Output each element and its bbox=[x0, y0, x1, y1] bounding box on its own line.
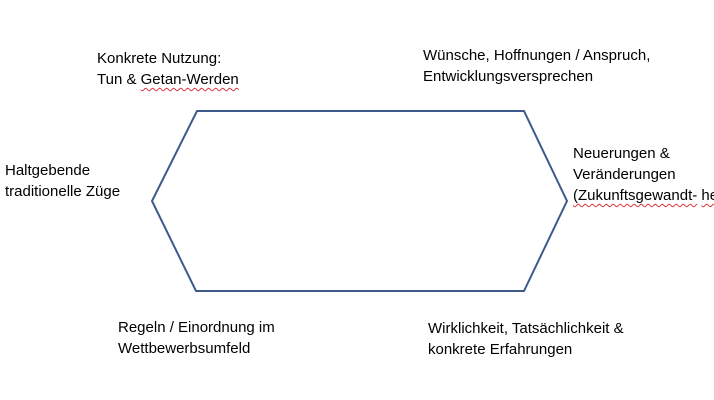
label-right-line1: Neuerungen & bbox=[573, 145, 670, 162]
label-right-line3: (Zukunftsgewandt- bbox=[573, 187, 698, 204]
label-bottom-right-line2: konkrete Erfahrungen bbox=[428, 341, 573, 358]
label-top-right-line1: Wünsche, Hoffnungen / Anspruch, bbox=[423, 47, 651, 64]
label-left-line1: Haltgebende bbox=[5, 162, 91, 179]
label-bottom-left-line2: Wettbewerbsumfeld bbox=[118, 340, 251, 357]
hexagon-shape bbox=[150, 110, 569, 292]
label-top-left-line1: Konkrete Nutzung: bbox=[97, 50, 222, 67]
label-top-left-line2: Tun & Getan-Werden bbox=[97, 69, 239, 90]
label-left: Haltgebende traditionelle Züge bbox=[5, 160, 120, 202]
label-right-line4: heit) bbox=[701, 187, 714, 204]
label-top-right-line2: Entwicklungsversprechen bbox=[423, 68, 594, 85]
label-right: Neuerungen & Veränderungen (Zukunftsgewa… bbox=[573, 143, 714, 206]
label-left-line2: traditionelle Züge bbox=[5, 183, 121, 200]
label-top-left: Konkrete Nutzung: Tun & Getan-Werden bbox=[97, 48, 239, 90]
label-bottom-right: Wirklichkeit, Tatsächlichkeit & konkrete… bbox=[428, 318, 624, 360]
label-bottom-left: Regeln / Einordnung im Wettbewerbsumfeld bbox=[118, 317, 275, 359]
label-top-right: Wünsche, Hoffnungen / Anspruch, Entwickl… bbox=[423, 45, 650, 87]
label-top-left-line2-text: Tun & Getan-Werden bbox=[97, 71, 239, 88]
label-bottom-left-line1: Regeln / Einordnung im bbox=[118, 319, 275, 336]
label-right-line2: Veränderungen bbox=[573, 166, 676, 183]
label-bottom-right-line1: Wirklichkeit, Tatsächlichkeit & bbox=[428, 320, 624, 337]
